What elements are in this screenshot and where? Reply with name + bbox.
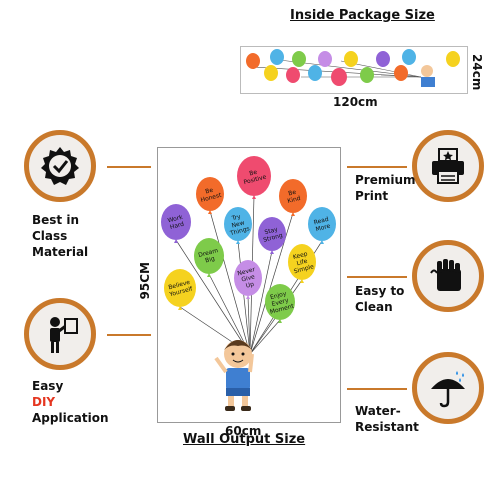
person-applying-icon — [24, 298, 96, 370]
balloon-knot — [320, 240, 324, 244]
balloon-string — [237, 240, 251, 355]
connector-easy-clean — [347, 276, 407, 278]
quality-badge-icon — [24, 130, 96, 202]
balloon-knot — [236, 240, 240, 244]
balloon: NeverGiveUp — [234, 260, 262, 299]
connector-premium-print — [347, 166, 407, 168]
balloon-text: BeKind — [285, 188, 302, 205]
balloon-shape — [265, 284, 295, 320]
balloon-knot — [291, 212, 295, 216]
balloon-knot — [252, 195, 256, 199]
balloon: DreamBig — [194, 238, 224, 277]
hand-wiping-icon — [412, 240, 484, 312]
balloon-shape — [224, 207, 252, 241]
balloon-knot — [207, 273, 211, 277]
wall-output-title: Wall Output Size — [183, 432, 306, 447]
package-balloons-illustration — [246, 49, 460, 87]
water-resistant-label: Water- Resistant — [355, 404, 419, 434]
balloon-string — [209, 210, 251, 355]
printer-icon — [412, 130, 484, 202]
balloon-text: ReadMore — [313, 216, 331, 233]
balloon-shape — [194, 238, 224, 274]
package-preview — [240, 46, 468, 94]
boy-figure — [214, 340, 254, 411]
balloon-string — [247, 295, 251, 355]
balloon-knot — [278, 319, 282, 323]
balloon-knot — [178, 306, 182, 310]
balloon-string — [249, 319, 281, 355]
balloon: EnjoyEveryMoment — [265, 284, 295, 323]
connector-best-material — [107, 166, 151, 168]
best-material-label: Best in Class Material — [32, 213, 89, 259]
balloon-text: NeverGiveUp — [237, 266, 260, 291]
balloon-string — [208, 273, 251, 355]
balloon-text: StayStrong — [261, 225, 284, 244]
balloon-knot — [208, 210, 212, 214]
balloon-shape — [237, 156, 271, 196]
balloon: WorkHard — [161, 204, 191, 243]
balloon-string — [175, 239, 251, 355]
balloon: ReadMore — [308, 207, 336, 244]
balloon: TryNewThings — [224, 207, 252, 244]
balloon: BeKind — [279, 179, 307, 216]
balloon: StayStrong — [258, 217, 286, 254]
wall-width-label: 60cm — [225, 424, 262, 438]
balloon-shape — [161, 204, 191, 240]
balloon-string — [249, 250, 273, 355]
balloon-knot — [300, 279, 304, 283]
umbrella-rain-icon — [412, 352, 484, 424]
balloon-shape — [258, 217, 286, 251]
balloon-text: DreamBig — [198, 247, 221, 266]
easy-diy-label: Easy DIY Application — [32, 379, 109, 425]
package-width-label: 120cm — [333, 95, 378, 109]
wall-height-label: 95CM — [138, 262, 152, 300]
connector-water-resistant — [347, 388, 407, 390]
balloon: BeHonest — [196, 177, 224, 214]
balloon-shape — [308, 207, 336, 241]
connector-easy-diy — [107, 334, 151, 336]
balloon-knot — [270, 250, 274, 254]
premium-print-label: Premium Print — [355, 173, 416, 203]
balloon: BelieveYourself — [164, 269, 196, 310]
balloon-knot — [246, 295, 250, 299]
easy-clean-label: Easy to Clean — [355, 284, 405, 314]
balloon-text: WorkHard — [167, 214, 186, 232]
balloon-shape — [164, 269, 196, 307]
balloon: BePositive — [237, 156, 271, 199]
balloon-shape — [196, 177, 224, 211]
balloon-shape — [279, 179, 307, 213]
balloon-shape — [234, 260, 262, 296]
package-title: Inside Package Size — [290, 8, 435, 23]
package-height-label: 24cm — [470, 54, 484, 91]
balloon: KeepLifeSimple — [288, 244, 316, 283]
balloon-knot — [174, 239, 178, 243]
balloon-shape — [288, 244, 316, 280]
